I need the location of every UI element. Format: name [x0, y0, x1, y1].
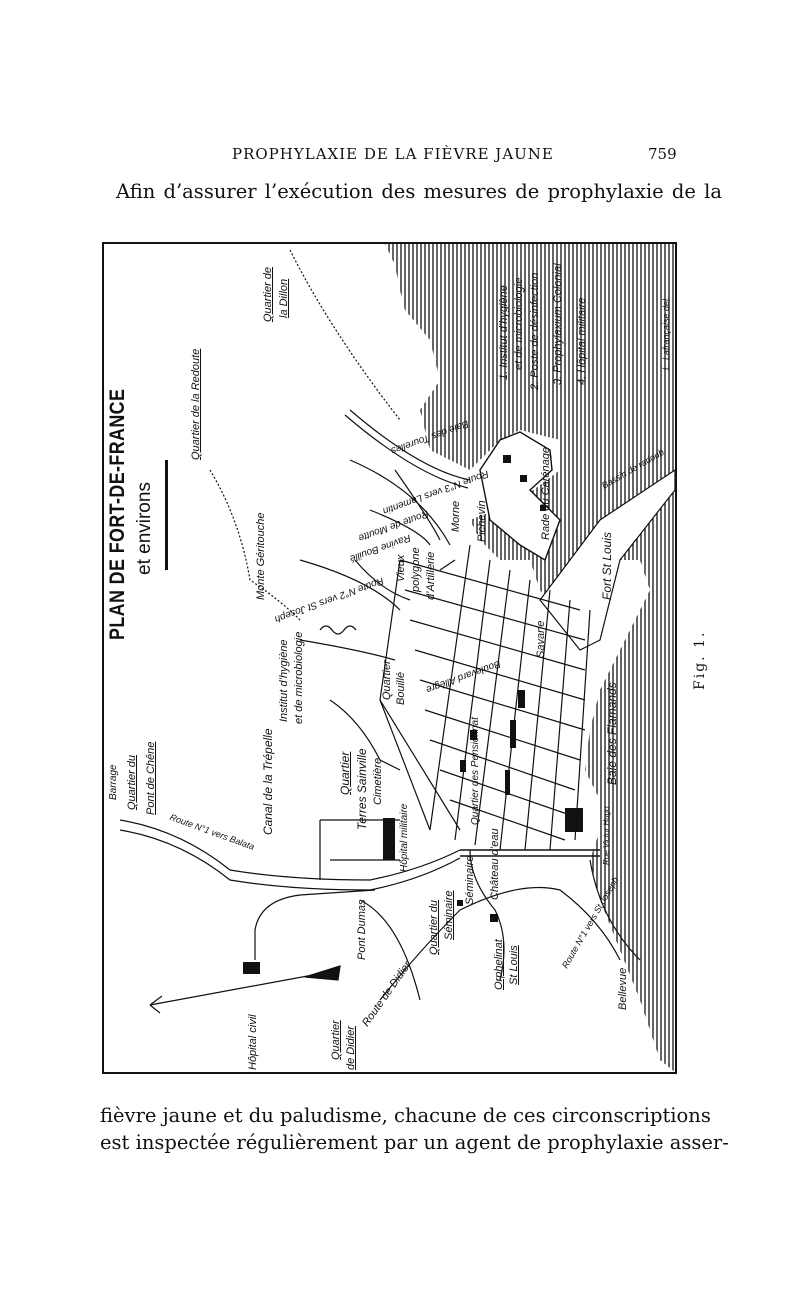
sea-hatching	[385, 244, 675, 1072]
map-label: Savane	[535, 620, 547, 658]
map-label: Barrage	[108, 764, 119, 800]
map-title: PLAN DE FORT-DE-FRANCE	[106, 388, 129, 640]
map-label: et de microbiologie	[293, 631, 305, 724]
body-text-line: fièvre jaune et du paludisme, chacune de…	[100, 1104, 711, 1127]
title-rule	[165, 460, 168, 570]
page-number: 759	[648, 145, 677, 163]
map-label: Vieux	[395, 554, 407, 582]
map-label: Bellevue	[617, 967, 629, 1010]
map-label: Orphelinat	[493, 939, 505, 990]
map-subtitle: et environs	[134, 482, 155, 575]
legend-item: 1. Institut d’hygiène	[498, 285, 510, 380]
map-label: Bouillé	[395, 671, 407, 705]
map-label: Quartier du	[428, 899, 440, 955]
street-grid	[379, 544, 600, 857]
map-label: Séminaire	[464, 855, 476, 905]
map-label: Monte Géritouche	[255, 512, 267, 600]
roads	[119, 249, 641, 1001]
map-label: de Didier	[345, 1025, 357, 1070]
map-label: Rue Victor Hugo	[602, 806, 611, 865]
map-label: Quartier	[330, 1020, 342, 1060]
map-label: Séminaire	[443, 890, 455, 940]
north-arrow	[149, 965, 341, 1014]
map-label: Morne	[450, 500, 462, 532]
map-label: polygone	[410, 547, 422, 592]
map-label: Institut d’hygiène	[278, 639, 290, 722]
map-label: Quartier	[338, 751, 352, 795]
body-text-line: est inspectée régulièrement par un agent…	[100, 1131, 729, 1154]
legend-item: 4. Hôpital militaire	[576, 297, 588, 385]
map-border	[102, 242, 677, 1074]
map-label: Baie des Flamands	[605, 682, 619, 785]
legend-item: 3. Prophylaxium Colonial	[552, 263, 564, 385]
running-title: PROPHYLAXIE DE LA FIÈVRE JAUNE	[232, 145, 554, 163]
map-label: Hôpital militaire	[399, 803, 410, 872]
map-label: la Dillon	[278, 278, 290, 318]
map-label: Quartier de la Redoute	[190, 348, 202, 460]
map-label: Terres Sainville	[355, 748, 369, 830]
port-quay	[479, 431, 561, 562]
map-label: Rade du Carénage	[540, 447, 552, 540]
map-label: St Louis	[508, 945, 520, 985]
legend-item: 2. Poste de désinfection	[529, 272, 541, 390]
map-label: Cimetière	[372, 757, 384, 805]
map-label: d’Artillerie	[425, 551, 437, 600]
map-credit: L. Lafrançaise del.	[661, 296, 671, 370]
map-label: Château d’eau	[489, 828, 501, 900]
map-label: Fort St Louis	[600, 531, 614, 600]
map-label: Hôpital civil	[247, 1014, 259, 1070]
map-label: Pichevin	[476, 500, 488, 542]
legend-item: et de microbiologie	[513, 277, 525, 370]
figure-caption: Fig. 1.	[692, 630, 708, 690]
map-label: Canal de la Trépelle	[261, 728, 275, 835]
map-label: Quartier de	[262, 266, 274, 322]
map-label: Quartier du	[126, 754, 138, 810]
map-label: Pont de Chêne	[145, 741, 157, 815]
body-text-before: Afin d’assurer l’exécution des mesures d…	[116, 180, 722, 203]
map-label: Quartier des Pensionnat	[470, 717, 481, 825]
fort-st-louis	[539, 468, 676, 651]
map-label: Pont Dumas	[356, 899, 368, 960]
map-label: Quartier	[381, 660, 393, 700]
